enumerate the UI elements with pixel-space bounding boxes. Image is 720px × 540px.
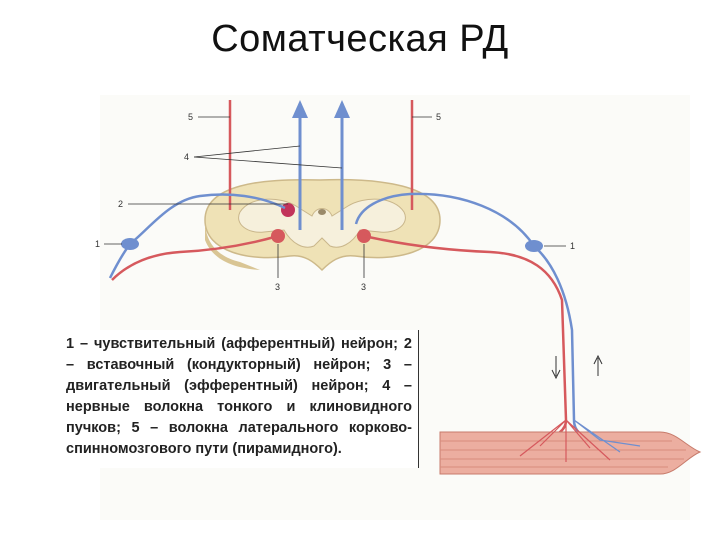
- muscle-fiber: [439, 419, 702, 475]
- legend-box: [62, 330, 419, 468]
- efferent-fiber-left: [111, 234, 279, 281]
- efferent-fiber-right: [363, 234, 568, 442]
- ascending-tract-left: [292, 100, 308, 231]
- label-3-right: 3: [361, 282, 366, 292]
- up-arrow-small: [593, 354, 603, 376]
- label-5-left: 5: [188, 112, 193, 122]
- ascending-tract-right: [334, 100, 350, 231]
- afferent-fiber-right: [354, 192, 601, 442]
- label-4: 4: [184, 152, 189, 162]
- label-3-left: 3: [275, 282, 280, 292]
- central-canal: [318, 209, 326, 215]
- afferent-fiber-left: [108, 193, 286, 279]
- label-2: 2: [118, 199, 123, 209]
- label-1-right: 1: [570, 241, 575, 251]
- label-5-right: 5: [436, 112, 441, 122]
- interneuron-body: [281, 203, 295, 217]
- slide-title: Соматческая РД: [211, 18, 509, 60]
- down-arrow-small: [551, 356, 561, 380]
- label-1-left: 1: [95, 239, 100, 249]
- legend-text: 1 – чувствительный (афферентный) нейрон;…: [66, 336, 412, 457]
- leader-lines: [104, 116, 566, 278]
